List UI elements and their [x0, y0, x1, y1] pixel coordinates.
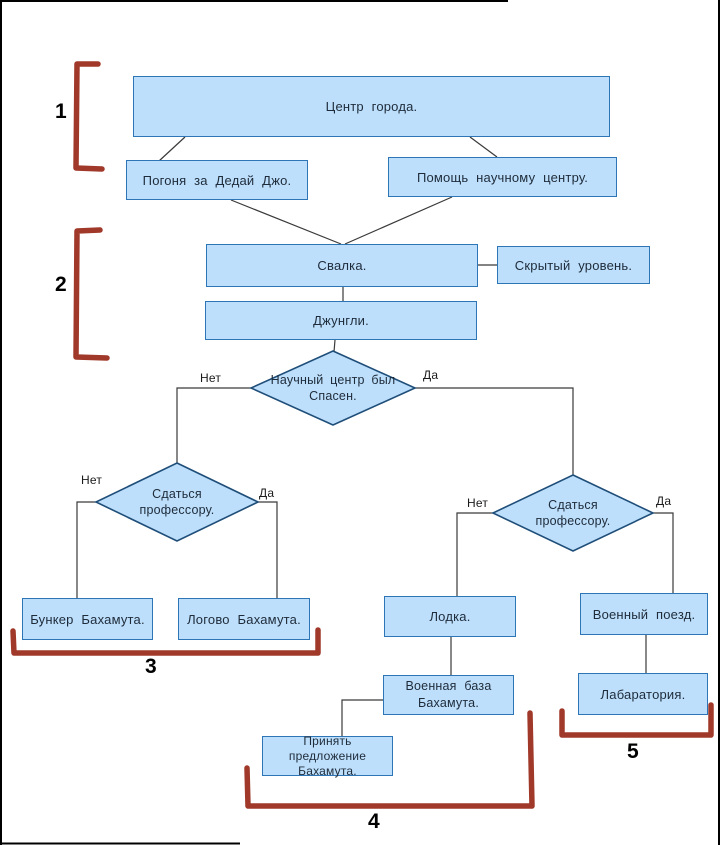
- node-bahamut-lair: Логово Бахамута.: [178, 598, 310, 640]
- group-bracket-1: [73, 61, 105, 172]
- node-dump: Свалка.: [206, 244, 478, 287]
- group-bracket-2: [73, 227, 110, 361]
- group-number-5: 5: [627, 740, 639, 763]
- decision-diamond-science-center-saved: [249, 350, 417, 426]
- edge-label-yes-surrender-left: Да: [259, 486, 275, 500]
- connector-line: [230, 199, 342, 245]
- node-help-science-center: Помощь научному центру.: [388, 157, 617, 197]
- connector-line: [176, 387, 251, 463]
- connector-line: [341, 699, 383, 736]
- group-bracket-5: [559, 702, 714, 738]
- node-bahamut-military-base: Военная база Бахамута.: [383, 675, 514, 715]
- node-hidden-level: Скрытый уровень.: [497, 246, 650, 284]
- edge-label-yes-center-saved: Да: [423, 368, 439, 382]
- edge-label-no-surrender-left: Нет: [81, 473, 103, 487]
- connector-line: [456, 512, 493, 596]
- group-number-3: 3: [145, 655, 157, 678]
- node-chase-dedai-joe: Погоня за Дедай Джо.: [126, 160, 308, 200]
- connector-line: [344, 196, 453, 245]
- node-jungle: Джунгли.: [205, 301, 477, 340]
- node-laboratory: Лабаратория.: [578, 673, 708, 715]
- edge-label-no-center-saved: Нет: [200, 371, 222, 385]
- connector-line: [333, 339, 336, 353]
- connector-line: [653, 512, 674, 593]
- group-number-2: 2: [55, 273, 67, 296]
- decision-diamond-surrender-right: [491, 474, 655, 552]
- connector-lines: [76, 136, 674, 736]
- node-bahamut-bunker: Бункер Бахамута.: [22, 598, 153, 640]
- node-accept-bahamut-offer: Принять предложение Бахамута.: [262, 734, 393, 778]
- decision-diamond-surrender-left: [94, 462, 260, 542]
- edge-label-no-surrender-right: Нет: [467, 496, 489, 510]
- group-brackets: [10, 61, 714, 809]
- group-bracket-4: [244, 710, 535, 809]
- group-number-4: 4: [368, 810, 380, 833]
- node-city-center: Центр города.: [133, 76, 610, 137]
- edge-label-yes-surrender-right: Да: [656, 494, 672, 508]
- node-boat: Лодка.: [384, 596, 516, 637]
- connector-line: [469, 136, 498, 158]
- connector-line: [158, 136, 186, 162]
- connector-line: [258, 501, 278, 598]
- group-bracket-3: [10, 627, 321, 656]
- connector-line: [415, 387, 574, 475]
- node-military-train: Военный поезд.: [580, 593, 708, 635]
- group-number-1: 1: [55, 100, 67, 123]
- connector-line: [76, 501, 96, 598]
